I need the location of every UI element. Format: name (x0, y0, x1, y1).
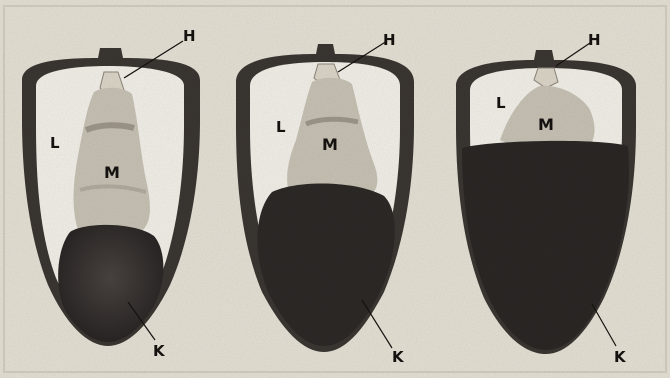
figure-three-egg-diagrams: H L M K H L M K H L M K (0, 0, 670, 378)
diagram-canvas: H L M K H L M K H L M K (0, 0, 670, 378)
